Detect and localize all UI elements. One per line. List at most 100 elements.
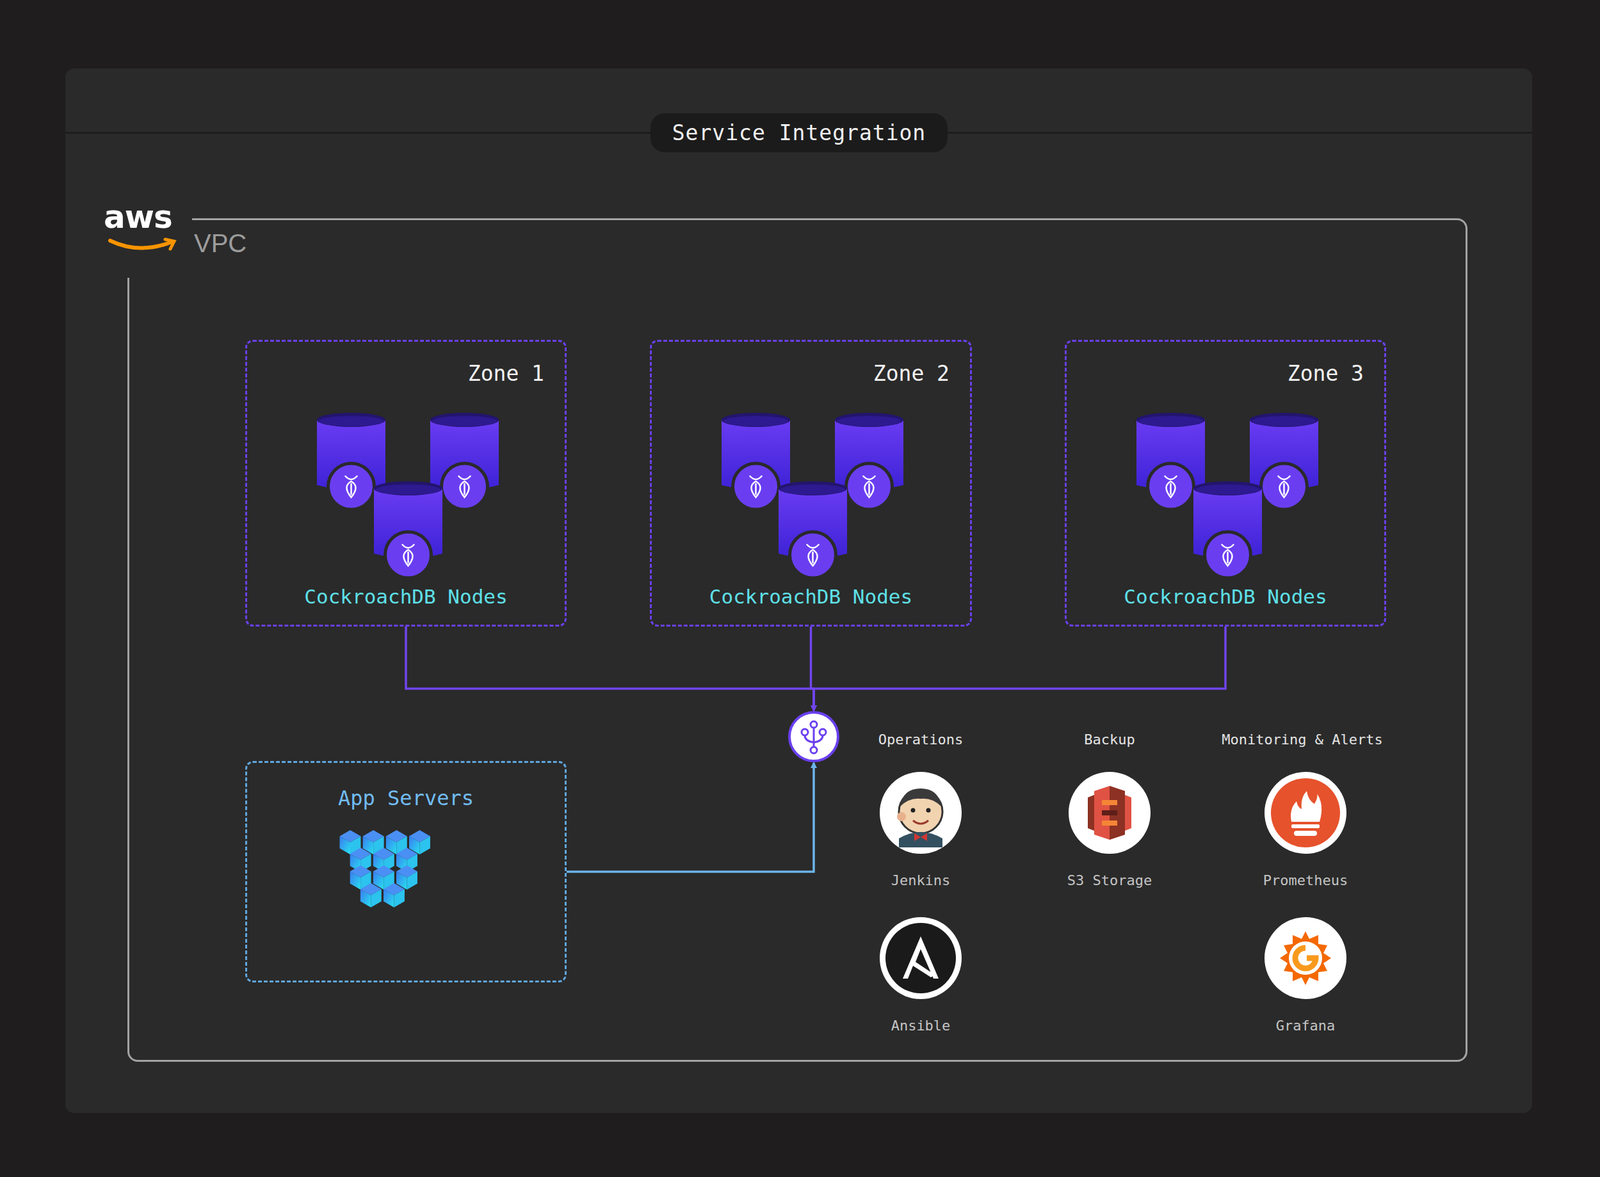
db-cluster-icon-part	[733, 463, 780, 510]
node-label: CockroachDB Nodes	[247, 585, 565, 609]
group-heading: Operations	[878, 731, 963, 748]
server-cubes-icon-part	[383, 889, 394, 908]
db-cluster-icon-part	[1222, 544, 1234, 566]
db-cluster-icon-part	[1204, 532, 1252, 579]
db-cluster-icon-part	[723, 416, 789, 427]
jenkins-logo-part	[900, 788, 942, 807]
ansible-logo-part	[885, 923, 956, 994]
hub-icon-part	[789, 712, 839, 762]
db-cluster-icon-part	[836, 416, 902, 427]
db-cluster-icon-part	[790, 532, 837, 579]
db-cluster-icon-part	[345, 476, 358, 498]
ansible-logo	[879, 917, 962, 1000]
vpc-region: VPC Zone 1CockroachDB Nodes Zone 2 Cockroac…	[127, 218, 1468, 1063]
grafana-logo	[1264, 917, 1347, 1000]
hub-icon-part	[810, 721, 817, 728]
db-cluster-icon-part	[846, 463, 893, 510]
jenkins-logo-part	[913, 820, 929, 825]
grafana-logo-part	[1279, 931, 1332, 986]
connector	[405, 626, 814, 711]
node-label: CockroachDB Nodes	[1066, 585, 1385, 609]
server-cubes-icon-part	[360, 889, 371, 908]
db-cluster-icon-part	[807, 544, 819, 566]
server-cubes-icon-part	[419, 836, 430, 856]
db-cluster-icon-part	[402, 544, 415, 566]
db-cluster-icon-part	[750, 476, 762, 498]
db-cluster-icon-part	[373, 481, 443, 496]
service-label: Jenkins	[850, 872, 992, 889]
group-heading: Monitoring & Alerts	[1221, 731, 1383, 748]
s3-logo-part	[1068, 772, 1151, 855]
db-cluster-icon-part	[1195, 484, 1261, 495]
db-cluster-icon-part	[318, 416, 384, 427]
service-node: Prometheus	[1235, 772, 1376, 901]
aws-wordmark: aws	[103, 198, 173, 236]
server-cubes-icon	[318, 827, 511, 943]
hub-icon-part	[819, 729, 826, 736]
server-cubes-icon-part	[339, 836, 351, 856]
server-cubes-icon-part	[350, 872, 361, 891]
jenkins-logo-part	[896, 812, 906, 822]
s3-logo-part	[1124, 795, 1132, 832]
db-cluster-icon-part	[1278, 476, 1291, 498]
db-cluster-icon-part	[432, 416, 497, 427]
db-cluster-icon-part	[430, 412, 499, 428]
zone-label: Zone 2	[873, 361, 950, 387]
jenkins-logo	[879, 772, 962, 855]
s3-logo-part	[1094, 786, 1125, 841]
app-server-box: App Servers	[245, 761, 567, 983]
db-cluster-icon-part	[1251, 416, 1317, 427]
db-cluster-icon-part	[863, 476, 876, 498]
db-cluster-icon-part	[1249, 412, 1319, 428]
db-cluster-icon-part	[375, 484, 441, 495]
node-label: CockroachDB Nodes	[651, 585, 970, 609]
db-cluster-icon-part	[441, 463, 488, 510]
connector	[813, 626, 1226, 711]
db-cluster-icon-part	[778, 481, 848, 496]
hub-icon-part	[810, 747, 817, 754]
hub-node	[787, 710, 841, 764]
server-cubes-icon-part	[406, 872, 417, 891]
service-node: Jenkins	[850, 772, 992, 901]
hub-icon-part	[801, 729, 809, 736]
jenkins-logo-part	[898, 832, 943, 848]
prom-logo	[1264, 772, 1347, 855]
s3-logo-part	[1101, 800, 1118, 806]
prom-logo-part	[1270, 778, 1341, 848]
vpc-label: VPC	[193, 229, 247, 259]
ansible-logo-part	[879, 917, 962, 1000]
prom-logo-part	[1264, 772, 1347, 855]
s3-logo-part	[1101, 810, 1118, 816]
zone-box: Zone 1CockroachDB Nodes	[245, 339, 567, 627]
zone-box: Zone 3 CockroachDB Nodes	[1064, 339, 1387, 627]
service-node: Grafana	[1235, 917, 1376, 1046]
connector	[566, 763, 814, 873]
server-cubes-icon-part	[370, 889, 381, 908]
db-cluster-icon-part	[459, 476, 471, 498]
grafana-logo-part	[1288, 941, 1323, 976]
server-cubes-icon-part	[393, 889, 405, 908]
service-label: Ansible	[850, 1018, 992, 1035]
db-cluster-icon-part	[721, 412, 791, 428]
s3-logo-part	[1087, 795, 1095, 832]
s3-logo	[1068, 772, 1151, 855]
db-cluster-icon-part	[316, 412, 386, 428]
hub-icon	[787, 710, 841, 764]
jenkins-logo-part	[911, 808, 916, 814]
zone-label: Zone 3	[1287, 361, 1364, 387]
aws-smile	[107, 236, 185, 257]
prom-logo-part	[1293, 831, 1318, 837]
grafana-logo-part	[1295, 948, 1316, 969]
group-heading: Backup	[1083, 731, 1135, 748]
hub-icon-part	[804, 727, 823, 748]
db-cluster-icon-part	[1165, 476, 1177, 498]
aws-logo: aws	[107, 202, 193, 278]
jenkins-logo-part	[879, 772, 962, 855]
hub-icon-part	[801, 721, 826, 754]
jenkins-logo-part	[914, 833, 928, 842]
db-cluster-icon-part	[1136, 412, 1205, 428]
aws-smile-part	[110, 240, 172, 249]
service-label: Prometheus	[1235, 872, 1376, 889]
grafana-logo-part	[1264, 917, 1347, 1000]
